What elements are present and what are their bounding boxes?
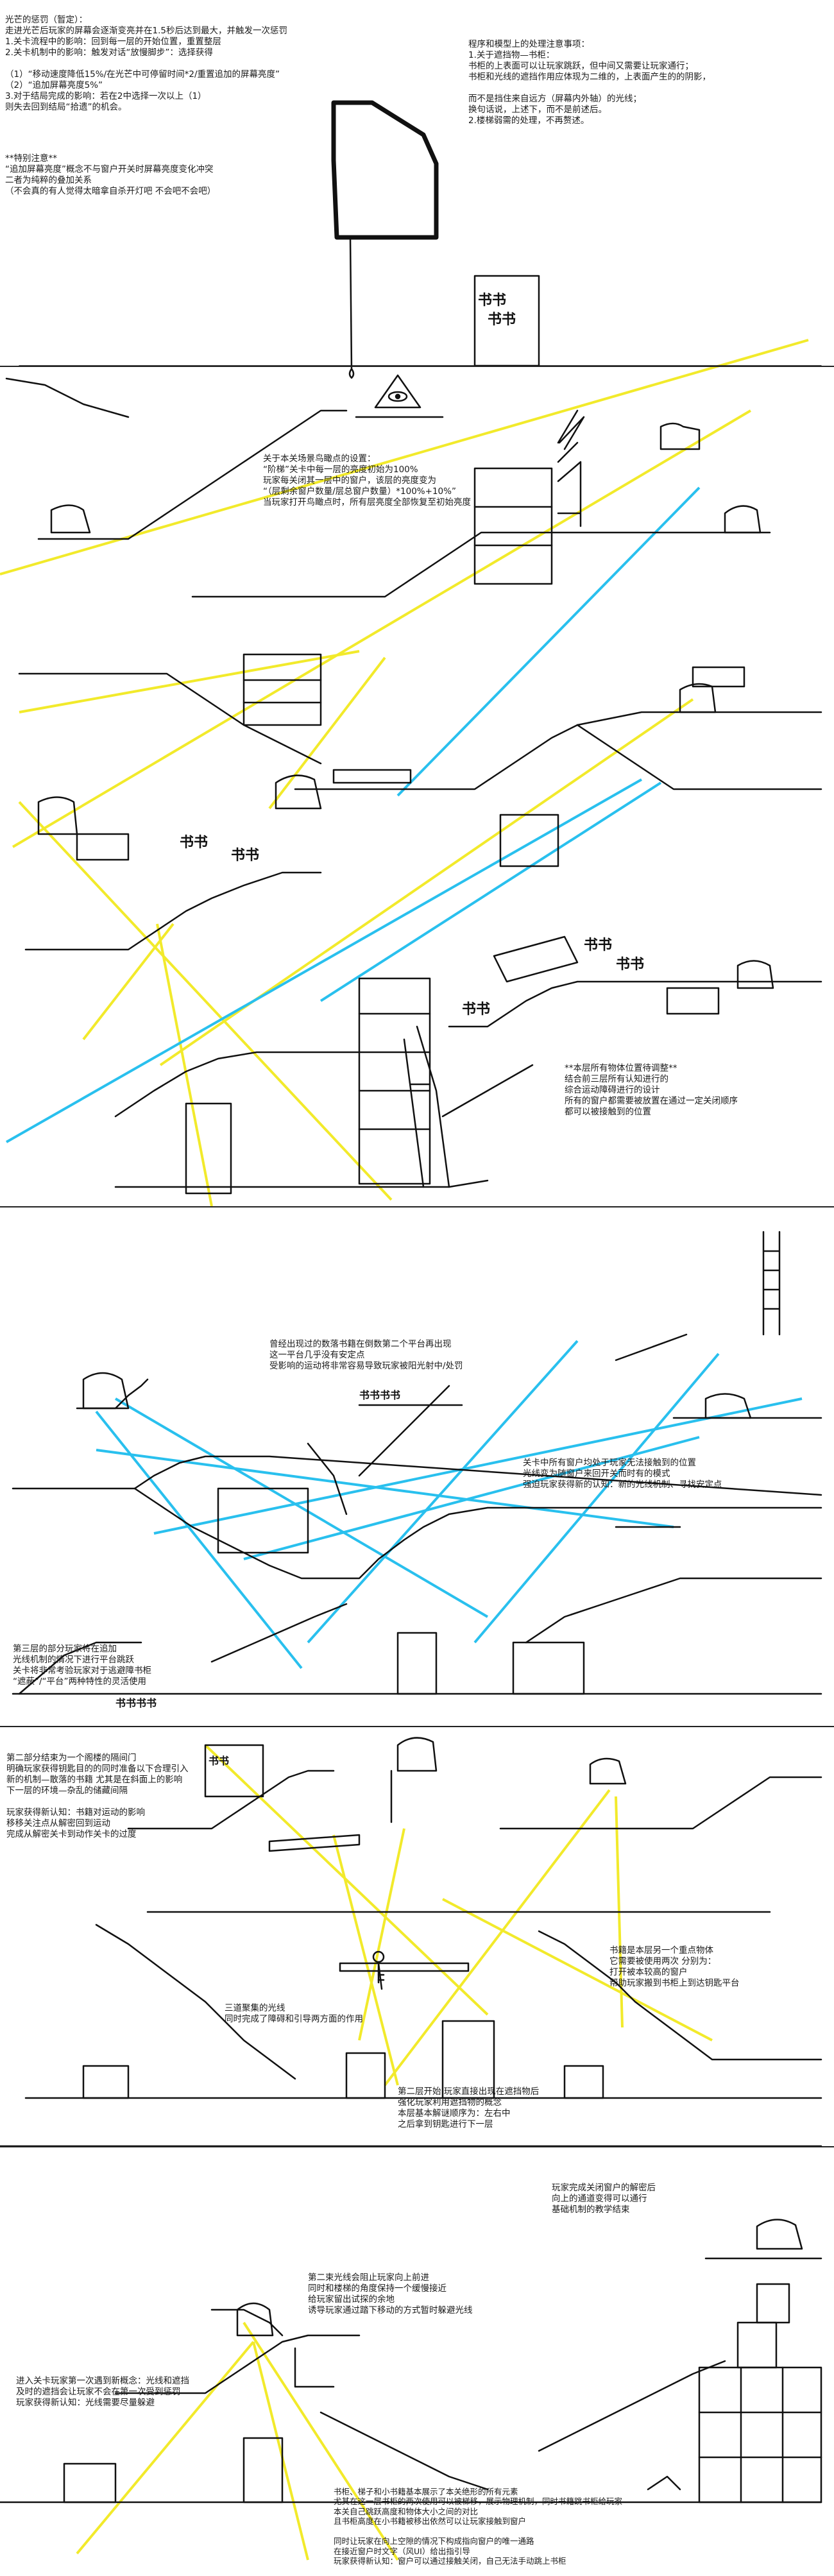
first-light-note: 进入关卡玩家第一次遇到新概念：光线和遮挡及时的遮挡会让玩家不会在第一次受到惩罚玩…	[16, 2365, 298, 2419]
bookshelf	[218, 1488, 308, 1553]
section-divider	[0, 1206, 834, 1207]
books-scribble: 书书	[488, 312, 516, 328]
last-window-note: 玩家完成关闭窗户的解密后向上的通道变得可以通行基础机制的教学结束	[552, 2172, 783, 2226]
books-scribble: 书书	[180, 835, 208, 851]
staircase	[500, 1777, 821, 1829]
part2-note: 第二部分结束为一个阁楼的隔间门明确玩家获得钥匙目的的同时准备以下合理引入新的机制…	[6, 1742, 212, 1851]
section-divider	[0, 2146, 834, 2147]
flicker-note: 曾经出现过的数落书籍在倒数第二个平台再出现这一平台几乎没有安定点受影响的运动将非…	[269, 1328, 616, 1383]
cyan-beam	[321, 783, 661, 1001]
books-scribble: 书书	[231, 848, 259, 864]
ladder-icon	[763, 1232, 779, 1335]
door	[244, 2438, 282, 2502]
cyan-beam	[96, 1412, 302, 1668]
bookshelf	[186, 1104, 231, 1193]
books-scribble: 书书	[462, 1002, 490, 1018]
door	[398, 1633, 436, 1694]
staircase	[26, 873, 321, 950]
staircase	[192, 533, 770, 597]
staircase	[295, 712, 821, 789]
bookcase-focus-note: 书籍是本层另一个重点物体它需要被使用两次 分别为：打开被本较高的窗户帮助玩家搬到…	[609, 1934, 831, 2000]
box	[757, 2284, 789, 2323]
books-scribble: 书书书书	[359, 1389, 400, 1401]
platform	[667, 988, 719, 1014]
window-icon	[398, 1738, 436, 1771]
tilted-shelf	[494, 937, 577, 982]
window-icon	[590, 1759, 626, 1784]
section-divider	[0, 366, 834, 367]
yellow-beam	[160, 699, 693, 1065]
platform	[334, 770, 411, 783]
third-layer-note: 第三层的部分玩家将在追加光线机制的情况下进行平台跳跃关卡将非常考验玩家对于逃避障…	[13, 1633, 295, 1698]
window-icon	[77, 1379, 148, 1408]
door	[346, 2053, 385, 2098]
bookshelf	[513, 1642, 584, 1694]
window-icon	[51, 506, 90, 533]
brightness-note: 关于本关场景鸟瞰点的设置：“阶梯”关卡中每一层的亮度初始为100%玩家每关闭其一…	[263, 443, 597, 519]
box	[738, 2323, 776, 2367]
second-light-note: 第二束光线会阻止玩家向上前进同时和楼梯的角度保持一个缓慢接近给玩家留出试探的余地…	[308, 2262, 552, 2327]
yellow-beam	[334, 1835, 398, 2085]
layer1-adjust-note: **本层所有物体位置待调整**结合前三层所有认知进行的综合运动障碍进行的设计所有…	[565, 1052, 828, 1129]
bookshelf	[500, 815, 558, 866]
staircase	[577, 725, 821, 789]
staircase	[539, 2361, 725, 2451]
books-scribble: 书书	[616, 957, 644, 973]
intro-summary-note: 书柜、梯子和小书籍基本展示了本关绝形的所有元素尤其在这一层书柜的两次使用可以被梯…	[334, 2477, 693, 2576]
window-icon	[738, 961, 773, 989]
program-note: 程序和模型上的处理注意事项：1.关于遮挡物—书柜：书柜的上表面可以让玩家跳跃，但…	[468, 28, 828, 137]
second-layer-note: 第二层开始 玩家直接出现在遮挡物后强化玩家利用遮挡物的概念本层基本解谜顺序为：左…	[398, 2076, 642, 2141]
small-shelf	[64, 2464, 115, 2502]
cord-knob	[350, 369, 353, 378]
window-icon	[680, 684, 715, 712]
section-divider	[0, 1726, 834, 1727]
yellow-beam	[205, 1745, 488, 2015]
tilted-plank	[616, 1335, 686, 1360]
books-scribble: 书书书书	[115, 1697, 157, 1709]
platform	[269, 1835, 359, 1851]
platform	[340, 1963, 468, 1971]
staircase	[19, 674, 321, 763]
books-scribble: 书书	[584, 937, 612, 953]
small-shelf	[77, 834, 128, 860]
yellow-beam	[385, 1790, 609, 2085]
special-note: **特别注意**“追加屏幕亮度”概念不与窗户开关时屏幕亮度变化冲突二者为纯粹的叠…	[5, 142, 364, 208]
yellow-beam	[19, 802, 391, 1200]
penalty-note: 光芒的惩罚（暂定）：走进光芒后玩家的屏幕会逐渐变亮并在1.5秒后达到最大，并触发…	[5, 4, 429, 124]
staircase	[526, 1578, 821, 1642]
pull-cord	[350, 237, 352, 369]
staircase	[443, 1065, 532, 1116]
cyan-beam	[398, 488, 699, 796]
ground	[115, 1181, 488, 1187]
window-icon	[237, 2303, 273, 2335]
books-scribble: 书书	[478, 293, 506, 309]
window-icon	[725, 506, 760, 533]
ladder-icon	[404, 1027, 449, 1187]
staircase	[115, 1052, 359, 1116]
small-shelf	[83, 2066, 128, 2098]
book-stack-icon	[699, 2367, 821, 2502]
three-lights-note: 三道聚集的光线同时完成了障碍和引导两方面的作用	[225, 1992, 455, 2036]
window-unreachable-note: 关卡中所有窗户均处于玩家无法接触到的位置光线变为随窗户来回开关而时有的模式强迫玩…	[523, 1447, 831, 1501]
